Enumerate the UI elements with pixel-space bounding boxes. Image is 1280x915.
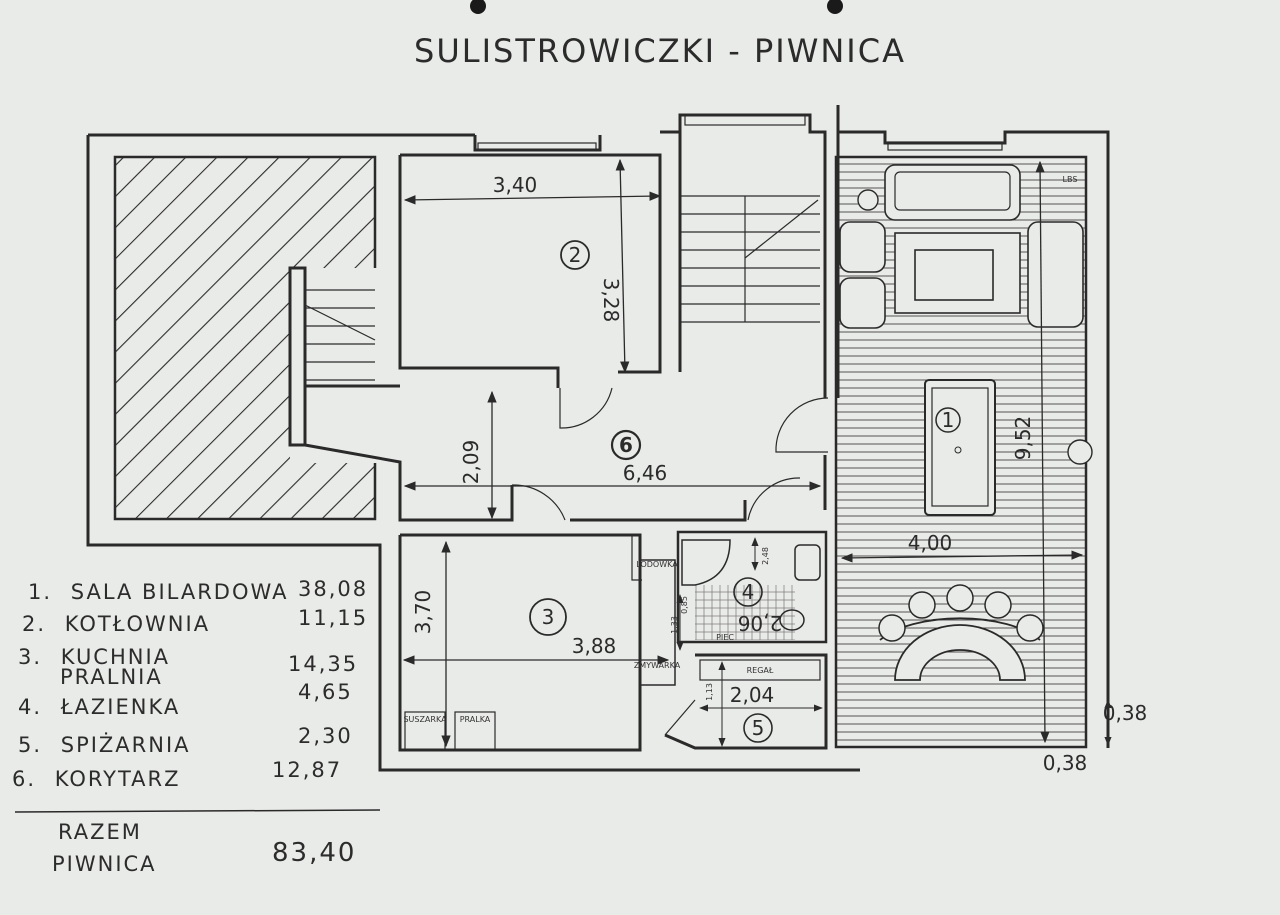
- dim-sala-width: 4,00: [908, 531, 953, 555]
- legend-row-1: 1. SALA BILARDOWA: [28, 580, 288, 604]
- legend-row-3b: PRALNIA: [60, 665, 163, 689]
- dim-step-b: 0,38: [1043, 751, 1088, 775]
- label-regal: REGAŁ: [747, 666, 774, 675]
- legend-area-2: 11,15: [298, 606, 369, 630]
- legend-row-3: 3. KUCHNIA: [18, 645, 170, 669]
- label-lodowka: LODÓWKA: [636, 558, 678, 569]
- room-5-number: 5: [752, 716, 765, 740]
- total-label-line1: RAZEM: [58, 820, 142, 844]
- room-1-sala-bilardowa: 1 9,52 4,00 LBS 0,38 0,38: [834, 105, 1148, 775]
- dim-shelf-b: 0,85: [680, 596, 689, 614]
- dim-kuchnia-depth: 3,70: [411, 590, 435, 635]
- room-2-kotlownia: 2 3,40 3,28: [398, 135, 662, 429]
- legend-area-6: 12,87: [272, 758, 343, 782]
- dim-kuchnia-width: 3,88: [572, 634, 617, 658]
- legend-row-2: 2. KOTŁOWNIA: [22, 612, 210, 636]
- legend-num: 3.: [18, 645, 43, 669]
- room-5-spizarnia: REGAŁ 5 2,04 1,13: [664, 653, 828, 750]
- label-zmywarka: ZMYWARKA: [634, 661, 681, 670]
- legend-area-5: 2,30: [298, 724, 353, 748]
- dim-lazienka-width: 2,06: [738, 611, 783, 635]
- dim-shelf-a: 1,33: [670, 616, 679, 634]
- dim-spizarnia-depth: 1,13: [705, 683, 714, 701]
- legend-name: KUCHNIA: [60, 645, 171, 669]
- legend-total-rule: [14, 809, 381, 813]
- legend-row-6: 6. KORYTARZ: [12, 767, 181, 791]
- room-3-kuchnia-pralnia: SUSZARKA PRALKA LODÓWKA ZMYWARKA 3 3,70 …: [398, 533, 689, 752]
- legend-num: 2.: [22, 612, 47, 636]
- room-2-number: 2: [569, 243, 582, 267]
- legend-num: 4.: [18, 695, 43, 719]
- room-6-korytarz: 6 2,09 6,46: [304, 384, 829, 522]
- label-suszarka: SUSZARKA: [403, 715, 447, 724]
- dim-lazienka-depth: 2,48: [761, 547, 770, 565]
- stair-hall: [660, 113, 827, 398]
- label-piec: PIEC: [716, 633, 734, 642]
- legend-area-3: 14,35: [288, 652, 359, 676]
- dim-corridor-length: 6,46: [623, 461, 668, 485]
- legend-name: SPIŻARNIA: [60, 733, 191, 757]
- dim-kotlownia-width: 3,40: [493, 173, 538, 197]
- room-6-number: 6: [619, 433, 633, 457]
- dim-corridor-width: 2,09: [459, 440, 483, 485]
- legend-row-4: 4. ŁAZIENKA: [18, 695, 180, 719]
- room-4-lazienka: 4 2,48 2,06 PIEC: [676, 530, 828, 644]
- room-4-number: 4: [742, 580, 755, 604]
- label-lbs: LBS: [1063, 175, 1078, 184]
- legend-name: KORYTARZ: [54, 767, 181, 791]
- page-title: SULISTROWICZKI - PIWNICA: [414, 32, 906, 70]
- punch-hole-right-icon: [827, 0, 843, 14]
- punch-hole-left-icon: [470, 0, 486, 14]
- legend-area-4: 4,65: [298, 680, 353, 704]
- legend-area-1: 38,08: [298, 577, 369, 601]
- room-3-number: 3: [542, 605, 555, 629]
- dartboard-icon: [1067, 439, 1093, 465]
- total-value: 83,40: [272, 838, 357, 868]
- legend-num: 1.: [28, 580, 53, 604]
- room-1-number: 1: [942, 408, 955, 432]
- total-label-line2: PIWNICA: [52, 852, 157, 876]
- dim-kotlownia-depth: 3,28: [599, 278, 623, 323]
- legend-num: 5.: [18, 733, 43, 757]
- dim-step-a: 0,38: [1103, 701, 1148, 725]
- legend-name: SALA BILARDOWA: [70, 580, 289, 604]
- label-pralka: PRALKA: [460, 715, 491, 724]
- legend-row-5: 5. SPIŻARNIA: [18, 733, 191, 757]
- legend-name: KOTŁOWNIA: [64, 612, 211, 636]
- dim-spizarnia-width: 2,04: [730, 683, 775, 707]
- dim-sala-length: 9,52: [1011, 416, 1035, 461]
- legend-num: 6.: [12, 767, 37, 791]
- legend-name: ŁAZIENKA: [60, 695, 181, 719]
